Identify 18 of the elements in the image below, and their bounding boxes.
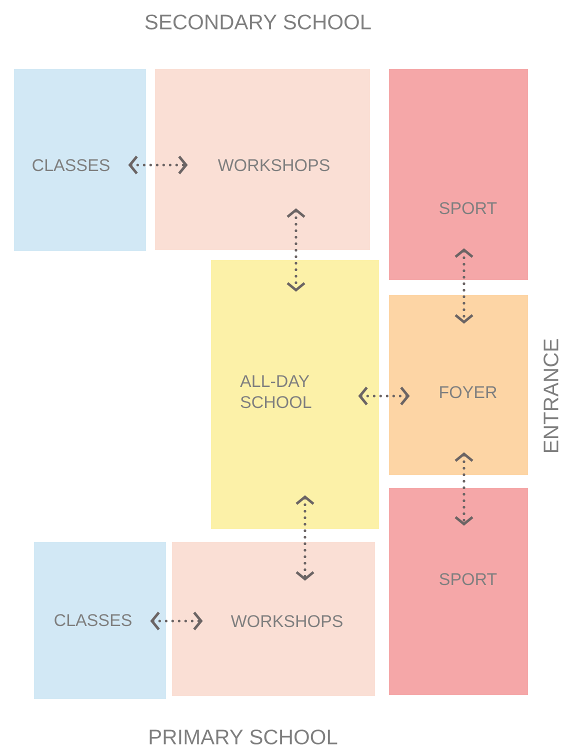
section-label: ENTRANCE — [544, 339, 558, 452]
double-arrow — [286, 208, 306, 292]
room-box: SPORT — [389, 488, 528, 695]
room-box: WORKSHOPS — [172, 542, 375, 696]
room-box: ALL-DAY SCHOOL — [211, 260, 379, 529]
double-arrow — [454, 452, 474, 526]
room-box: WORKSHOPS — [155, 69, 370, 250]
room-box: CLASSES — [14, 69, 146, 251]
double-arrow — [454, 248, 474, 324]
double-arrow — [150, 612, 203, 630]
double-arrow — [128, 156, 188, 174]
room-box: FOYER — [389, 295, 528, 475]
section-label: SECONDARY SCHOOL — [145, 14, 371, 30]
room-box: SPORT — [389, 69, 528, 280]
double-arrow — [358, 386, 410, 406]
double-arrow — [296, 495, 314, 581]
room-box: CLASSES — [34, 542, 166, 699]
section-label: PRIMARY SCHOOL — [150, 730, 338, 744]
